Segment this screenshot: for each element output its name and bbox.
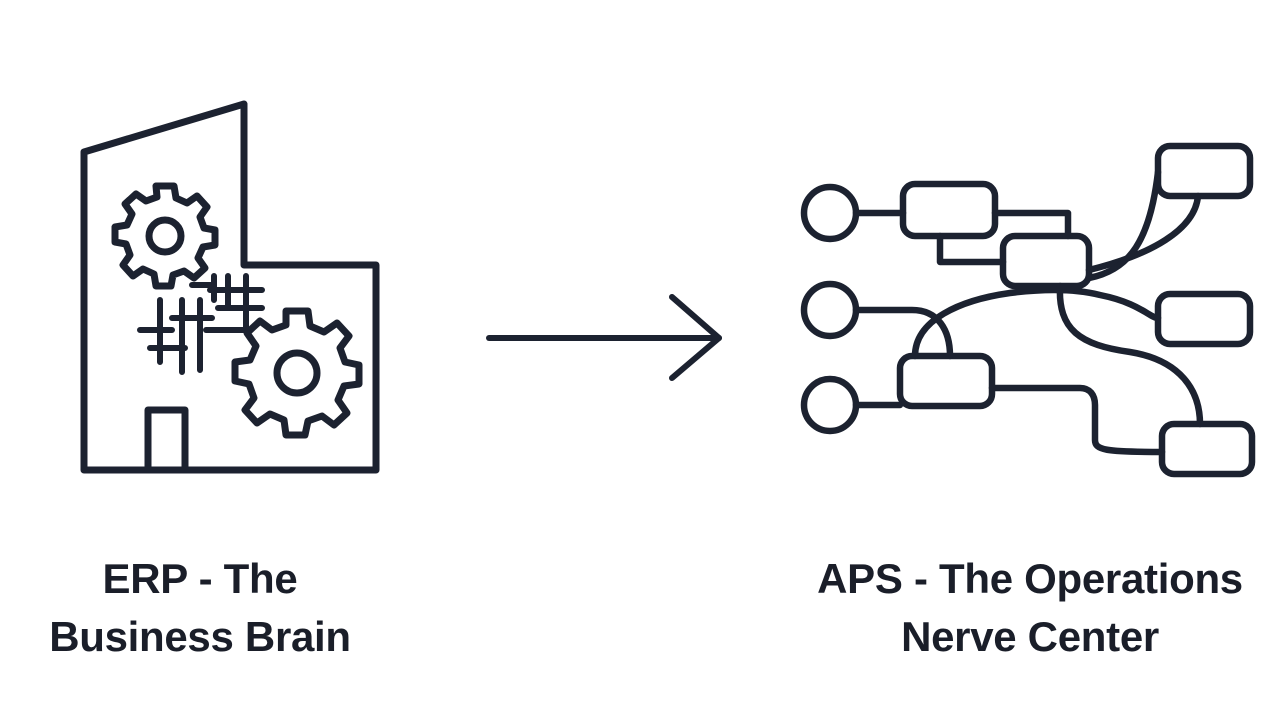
node-box [899,180,999,240]
erp-label: ERP - The Business Brain [0,550,400,666]
building-door [144,406,189,474]
node-box [1158,420,1256,478]
erp-label-line1: ERP - The [102,555,298,602]
erp-label-line2: Business Brain [49,613,351,660]
aps-label: APS - The Operations Nerve Center [780,550,1280,666]
node-box [896,352,996,410]
building-outline [80,100,380,474]
node-circle [800,183,860,243]
connector-line [1085,192,1202,274]
connector-line [911,286,1162,360]
aps-label-line2: Nerve Center [901,613,1159,660]
node-circle [800,375,860,435]
node-box [999,232,1093,290]
node-box [1154,142,1254,200]
right-arrow-icon [486,294,722,381]
connector-line [936,232,1007,266]
connector-line [1056,282,1204,428]
gear-icon [231,307,363,439]
node-circle [800,280,860,340]
network-flow-icon [800,142,1256,478]
gear-icon [111,182,219,290]
aps-label-line1: APS - The Operations [817,555,1243,602]
node-box [1154,290,1254,348]
factory-gears-icon [80,100,380,474]
connector-line [1085,168,1162,282]
connector-line [988,384,1166,456]
connector-line [991,209,1072,240]
gear-linkage [137,273,265,375]
